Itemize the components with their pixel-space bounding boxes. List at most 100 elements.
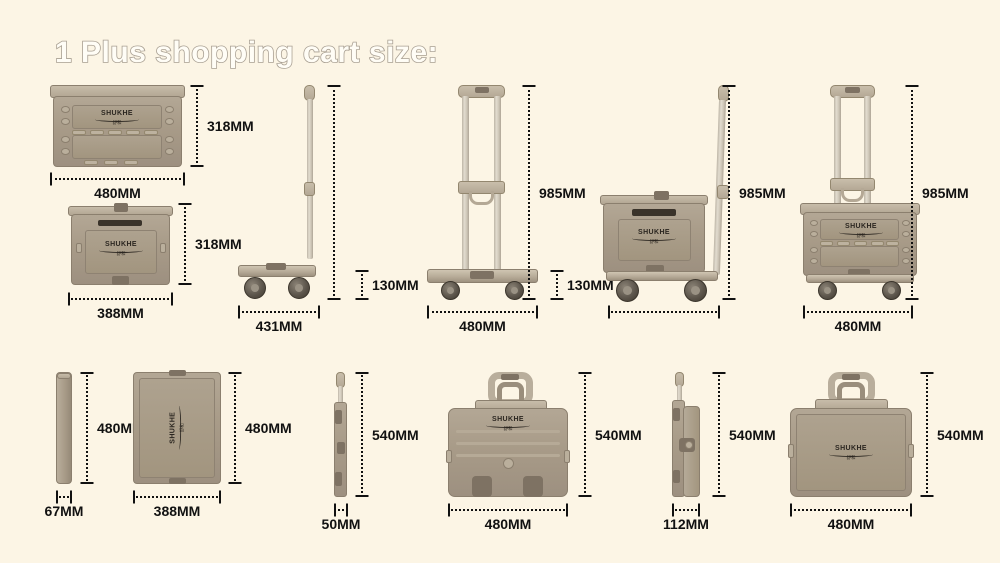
fold-slat: [72, 130, 86, 135]
hinge-knob: [810, 258, 818, 264]
latch-clip: [114, 203, 128, 212]
side-hinge: [564, 450, 570, 463]
dimension-width-assembled-side: [608, 305, 720, 319]
dimension-height-130-side: 130MM: [355, 270, 419, 300]
figure-case-side-slim: [672, 372, 700, 497]
dimension-height-388-318: 318MM: [178, 203, 242, 285]
figure-flat-panel-edge: [56, 372, 72, 484]
caster-wheel: [684, 279, 707, 302]
brand-logo-cn: 舒和: [179, 423, 185, 433]
base-platform: [606, 271, 718, 281]
fold-slat: [854, 241, 867, 246]
dimension-label: 318MM: [207, 118, 254, 134]
fold-slat: [84, 160, 98, 165]
fold-slat: [820, 241, 833, 246]
hinge-knob: [61, 118, 70, 125]
handle-pole: [677, 385, 682, 402]
side-hinge: [908, 444, 914, 458]
dimension-label: 388MM: [97, 305, 144, 321]
housing-slot: [335, 410, 342, 424]
caster-wheel: [288, 277, 310, 299]
dimension-label: 985MM: [539, 184, 586, 201]
dimension-height-540-handle: 540MM: [355, 372, 419, 497]
dimension-label: 318MM: [195, 236, 242, 252]
brand-logo: SHUKHE 舒和: [829, 445, 873, 461]
dimension-height-985-assembled-front: 985MM: [905, 85, 969, 300]
dimension-label: 480MM: [484, 516, 532, 532]
dimension-width-388-panel: 388MM: [133, 490, 221, 519]
dimension-label: 540MM: [937, 426, 984, 443]
dimension-width-480-assembled: 480MM: [803, 305, 913, 334]
figure-handle-assembly-edge: [334, 372, 348, 497]
fold-slat: [126, 130, 140, 135]
dimension-label: 388MM: [153, 503, 201, 519]
handle-button: [842, 374, 860, 380]
hinge-knob: [61, 148, 70, 155]
dimension-width-50: 50MM: [322, 503, 360, 532]
dimension-label: 480MM: [827, 516, 875, 532]
figure-folded-cart-side: SHUKHE 舒和: [68, 203, 173, 285]
dimension-label: 985MM: [922, 184, 969, 201]
cart-lower-panel: [820, 246, 899, 267]
latch-clip: [646, 265, 664, 275]
brand-logo-arc: [95, 117, 139, 122]
housing-slot: [335, 472, 342, 486]
handle-pole-left: [834, 96, 841, 206]
brand-logo-arc: [632, 236, 676, 241]
brand-logo-text: SHUKHE: [105, 241, 137, 248]
brand-logo-cn: 舒和: [112, 120, 122, 125]
hinge-knob: [902, 258, 910, 264]
dimension-label: 480MM: [245, 420, 292, 436]
dimension-label: 540MM: [372, 426, 419, 443]
hinge-knob: [902, 231, 910, 237]
housing-slot: [337, 442, 345, 454]
base-platform: [806, 274, 914, 283]
brand-logo-cn: 舒和: [856, 233, 866, 238]
side-hinge: [446, 450, 452, 463]
dimension-width-431: 431MM: [238, 305, 320, 334]
figure-base-platform-front-handle: [425, 85, 540, 300]
dimension-width-388: 388MM: [68, 292, 173, 321]
brand-logo-arc: [486, 423, 530, 428]
brand-logo-cn: 舒和: [116, 251, 126, 256]
figure-case-back-front: SHUKHE 舒和: [788, 372, 914, 497]
page-title: 1 Plus shopping cart size:: [54, 35, 439, 70]
case-foot: [472, 476, 492, 497]
dimension-height-985-side: [327, 85, 341, 300]
hinge-knob: [165, 148, 174, 155]
fold-slat: [144, 130, 158, 135]
platform-latch: [470, 271, 494, 279]
panel-edge: [56, 372, 72, 484]
brand-logo-arc: [829, 452, 873, 457]
dimension-height-985-front: 985MM: [522, 85, 586, 300]
pole-arch: [469, 191, 494, 205]
panel-edge-cap: [57, 373, 71, 379]
brand-logo: SHUKHE 舒和: [839, 223, 883, 239]
dimension-label: 480MM: [97, 420, 144, 436]
side-hinge: [160, 243, 166, 253]
hinge-knob: [165, 118, 174, 125]
brand-logo-text: SHUKHE: [169, 411, 177, 444]
dimension-label: 540MM: [729, 426, 776, 443]
pole-crossbar: [830, 178, 875, 191]
caster-wheel: [616, 279, 639, 302]
case-ridge: [456, 442, 560, 445]
dimension-height-130-front: 130MM: [550, 270, 614, 300]
dimension-width-67: 67MM: [45, 490, 83, 519]
dimension-height-480-panel-edge: 480MM: [80, 372, 144, 484]
latch-clip: [112, 276, 129, 285]
dimension-label: 431MM: [255, 318, 303, 334]
hinge-knob: [902, 247, 910, 253]
figure-case-with-handle-front: SHUKHE 舒和: [446, 372, 570, 497]
side-hinge: [76, 243, 82, 253]
dimension-width-480-platform: 480MM: [427, 305, 538, 334]
caster-wheel: [818, 281, 837, 300]
figure-cart-assembled-side: SHUKHE 舒和: [600, 85, 735, 302]
brand-logo-text: SHUKHE: [835, 445, 867, 452]
platform-latch: [266, 263, 286, 270]
dimension-height-540-case-side: 540MM: [712, 372, 776, 497]
brand-logo-text: SHUKHE: [845, 223, 877, 230]
caster-wheel: [441, 281, 460, 300]
hinge-knob: [165, 106, 174, 113]
panel-latch: [169, 370, 186, 376]
